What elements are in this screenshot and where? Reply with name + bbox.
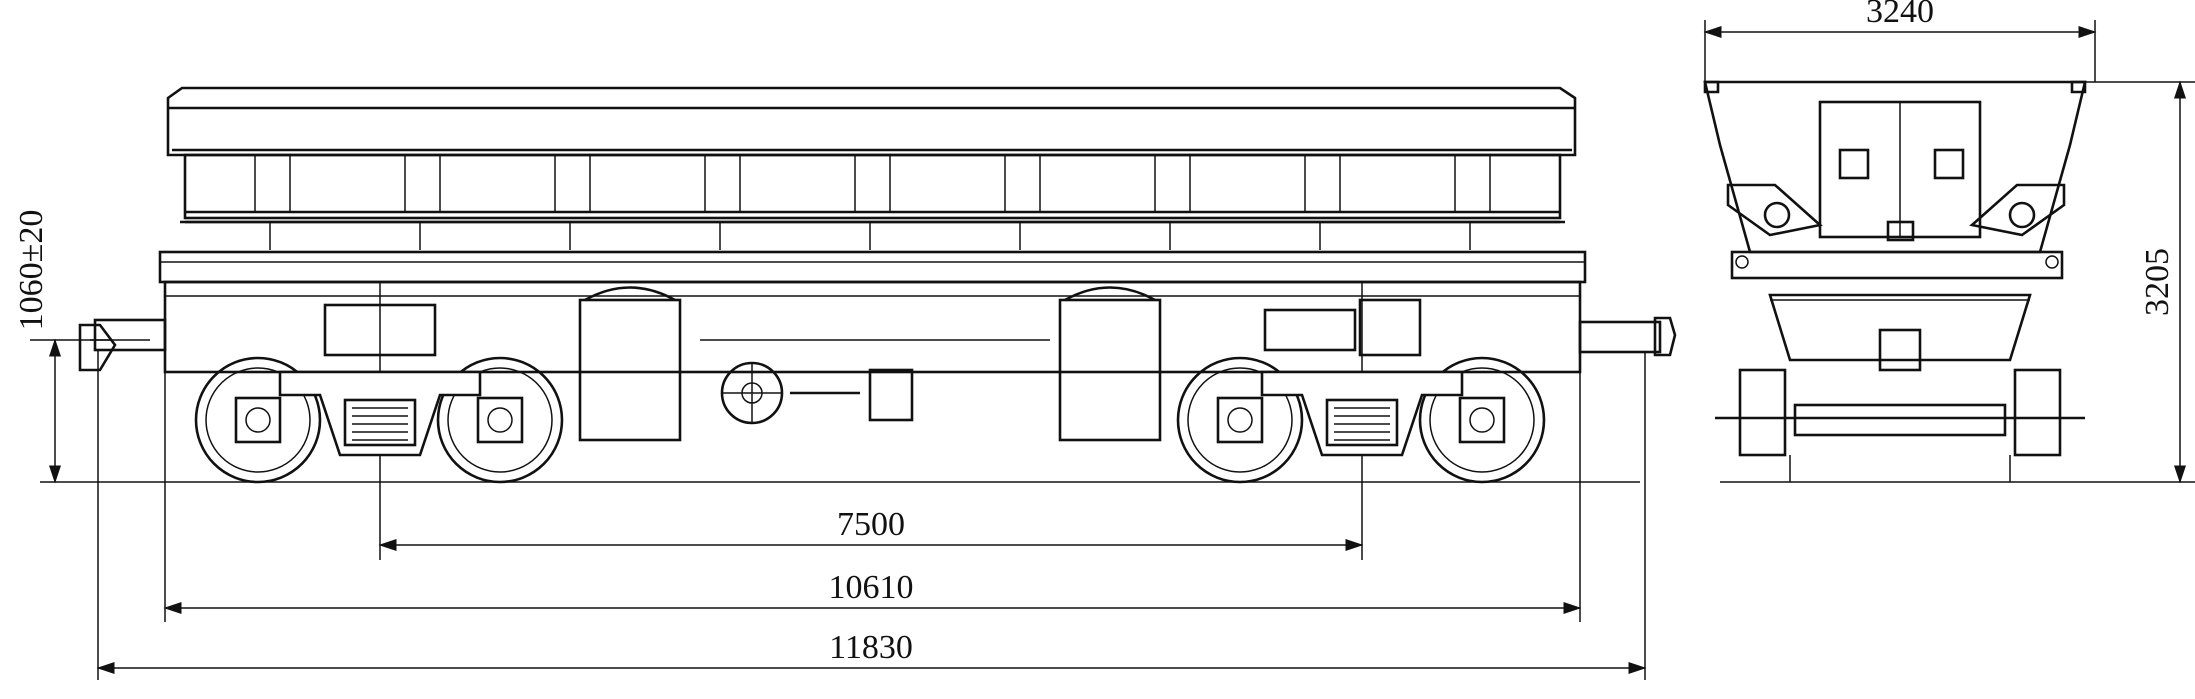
dim-label-frame-length: 10610: [829, 569, 914, 606]
bogie-left: [194, 282, 564, 484]
door-cylinder-left: [578, 298, 682, 442]
bogie-right: [1176, 282, 1546, 484]
side-view: [40, 86, 1677, 484]
dimension-lines-side: 7500 10610 11830 1060±20: [13, 210, 1647, 680]
door-cylinder-right: [1058, 298, 1162, 442]
coupler-left: [78, 318, 167, 372]
dim-label-width: 3240: [1866, 0, 1934, 30]
dimension-lines-end: 3240 3205: [1703, 0, 2195, 484]
dim-label-overall-length: 11830: [829, 629, 913, 666]
end-view: [1703, 80, 2090, 483]
dim-label-bogie-centers: 7500: [837, 506, 905, 543]
dim-label-height: 3205: [2139, 248, 2176, 316]
coupler-right: [1578, 316, 1677, 357]
car-body: [158, 86, 1587, 284]
dim-label-coupler-height: 1060±20: [13, 210, 50, 331]
